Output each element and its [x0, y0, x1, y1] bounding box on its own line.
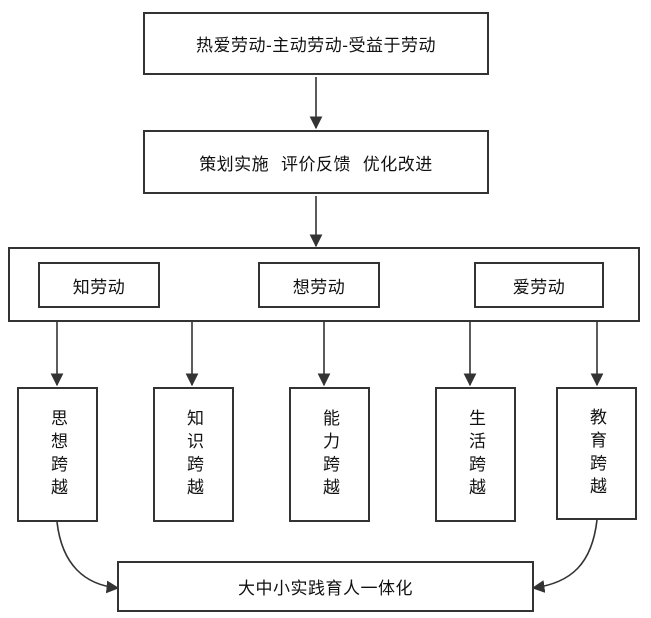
- group-item-3-label: 爱劳动: [512, 277, 566, 298]
- curve-crossing-5-to-bottom: [531, 519, 598, 593]
- group-item-3: 爱劳动: [474, 262, 604, 308]
- group-item-1-label: 知劳动: [72, 277, 126, 298]
- top-box: 热爱劳动-主动劳动-受益于劳动: [143, 12, 489, 75]
- bottom-box-label: 大中小实践育人一体化: [238, 579, 413, 599]
- group-item-2-label: 想劳动: [292, 277, 346, 298]
- crossing-box-3: 能力跨越: [289, 387, 370, 522]
- top-box-label: 热爱劳动-主动劳动-受益于劳动: [196, 36, 436, 56]
- crossing-box-2: 知识跨越: [153, 387, 234, 522]
- crossing-box-5: 教育跨越: [556, 387, 637, 520]
- crossing-box-1: 思想跨越: [17, 387, 98, 522]
- bottom-box: 大中小实践育人一体化: [117, 561, 534, 612]
- group-item-1: 知劳动: [38, 262, 160, 308]
- crossing-box-2-label: 知识跨越: [183, 408, 203, 501]
- group-item-2: 想劳动: [258, 262, 380, 308]
- crossing-box-3-label: 能力跨越: [319, 408, 339, 501]
- crossing-box-1-label: 思想跨越: [47, 408, 67, 501]
- crossing-box-5-label: 教育跨越: [586, 407, 606, 500]
- curve-crossing-1-to-bottom: [56, 521, 120, 594]
- middle-box: 策划实施 评价反馈 优化改进: [143, 130, 489, 194]
- middle-box-label: 策划实施 评价反馈 优化改进: [199, 154, 433, 175]
- crossing-box-4: 生活跨越: [435, 387, 516, 522]
- crossing-box-4-label: 生活跨越: [465, 408, 485, 501]
